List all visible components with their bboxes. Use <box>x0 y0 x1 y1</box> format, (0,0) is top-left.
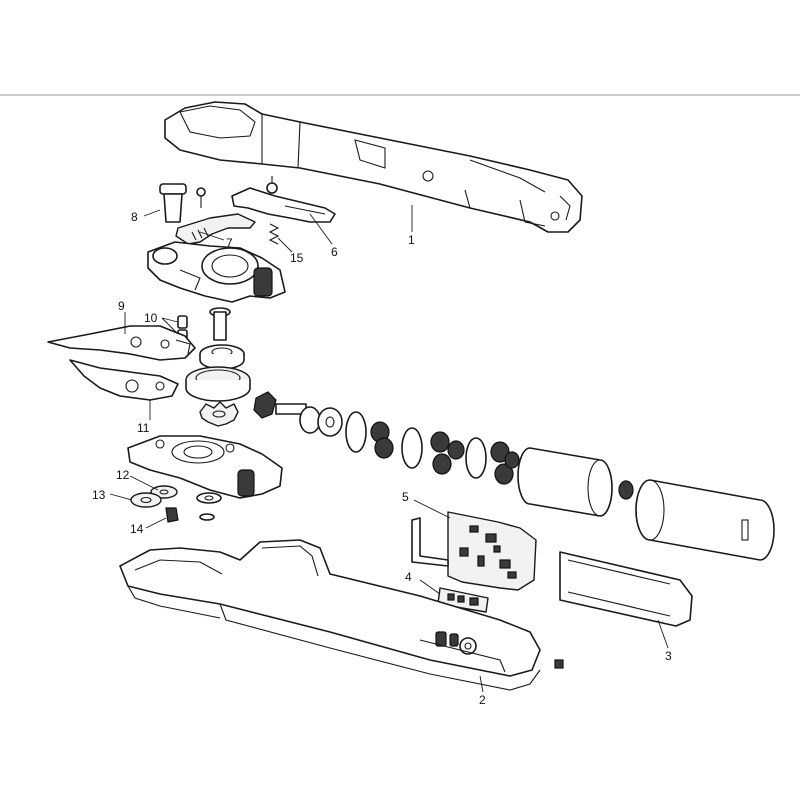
pivot-pin <box>159 183 187 223</box>
battery-cover <box>559 551 693 627</box>
hex-nut <box>165 507 179 523</box>
motor-can-rear <box>635 479 775 561</box>
small-screw <box>196 187 206 208</box>
lever-spring <box>268 223 280 245</box>
lower-blade <box>69 359 179 401</box>
callout-8: 8 <box>131 210 138 224</box>
drive-gear <box>130 492 162 508</box>
lower-housing <box>119 539 564 691</box>
callout-1: 1 <box>408 233 415 247</box>
motor-coupler <box>618 480 634 500</box>
upper-housing <box>164 101 583 233</box>
callout-3: 3 <box>665 649 672 663</box>
upper-blade <box>47 325 196 361</box>
leader-lines <box>109 205 669 693</box>
pinion-gear <box>199 401 239 427</box>
callout-15: 15 <box>290 251 304 265</box>
callout-12: 12 <box>116 468 130 482</box>
bearing-ring <box>199 344 245 370</box>
washer <box>196 492 222 521</box>
main-circuit-board <box>411 511 537 591</box>
callout-2: 2 <box>479 693 486 707</box>
motor-can-front <box>517 447 613 517</box>
trigger-lever <box>231 176 336 223</box>
callout-7: 7 <box>226 236 233 250</box>
callout-6: 6 <box>331 245 338 259</box>
motor-shaft-assembly <box>253 391 520 485</box>
lower-gear-housing <box>127 435 283 499</box>
callout-13: 13 <box>92 488 106 502</box>
center-bolt <box>209 307 231 341</box>
callout-10: 10 <box>144 311 158 325</box>
ring-gear <box>185 366 251 402</box>
callout-11: 11 <box>137 421 150 435</box>
upper-gear-housing <box>147 241 286 303</box>
callout-4: 4 <box>405 570 412 584</box>
callout-14: 14 <box>130 522 144 536</box>
callout-5: 5 <box>402 490 409 504</box>
spring-plate <box>175 213 256 245</box>
callout-9: 9 <box>118 299 125 313</box>
